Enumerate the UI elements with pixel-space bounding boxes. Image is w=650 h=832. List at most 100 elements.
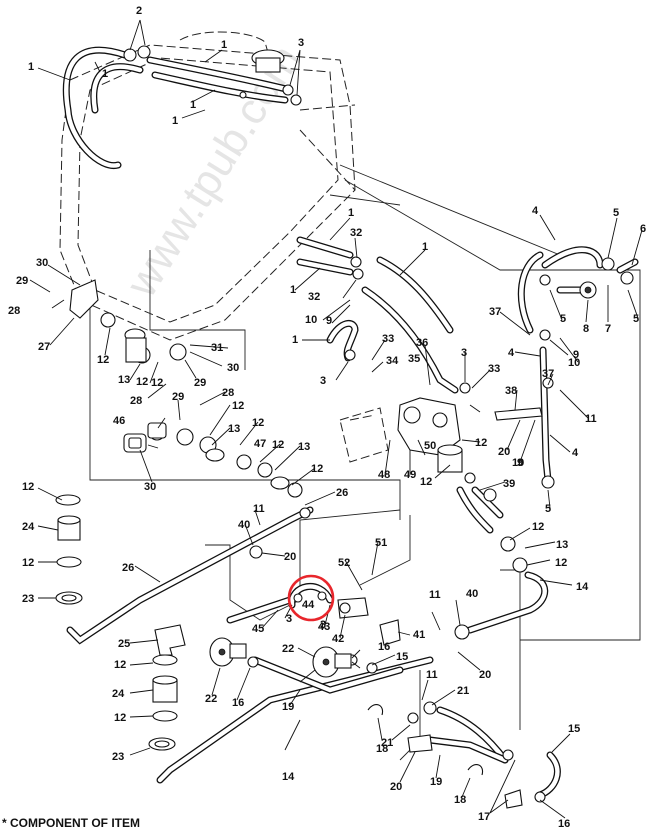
- callout-14: 14: [282, 771, 295, 783]
- callout-36: 36: [416, 337, 428, 349]
- callout-12: 12: [22, 557, 34, 569]
- callout-16: 16: [378, 641, 390, 653]
- hose-44-assembly: [288, 582, 334, 609]
- callout-21: 21: [457, 685, 469, 697]
- callout-12: 12: [22, 481, 34, 493]
- callout-19: 19: [282, 701, 294, 713]
- callout-32: 32: [350, 227, 362, 239]
- callout-7: 7: [605, 323, 611, 335]
- callout-12: 12: [532, 521, 544, 533]
- callout-1: 1: [28, 61, 34, 73]
- callout-11: 11: [253, 503, 265, 515]
- callout-12: 12: [252, 417, 264, 429]
- callout-18: 18: [454, 794, 466, 806]
- callout-12: 12: [114, 712, 126, 724]
- callout-3: 3: [298, 37, 304, 49]
- callout-52: 52: [338, 557, 350, 569]
- callout-8: 8: [583, 323, 589, 335]
- footnote-component-of-item: * COMPONENT OF ITEM: [2, 816, 140, 830]
- callout-4: 4: [532, 205, 539, 217]
- callout-1: 1: [102, 68, 108, 80]
- callout-1: 1: [221, 39, 227, 51]
- water-pump-22-right: [312, 646, 352, 678]
- callout-30: 30: [144, 481, 156, 493]
- callout-31: 31: [211, 342, 223, 354]
- callout-46: 46: [113, 415, 125, 427]
- callout-33: 33: [488, 363, 500, 375]
- callout-labels: 1 1 1 1 1 1 1 1 1 2 3 3 3 3 3 4 4 4 5 5 …: [8, 5, 646, 830]
- callout-4: 4: [572, 447, 579, 459]
- callout-1: 1: [290, 284, 296, 296]
- callout-26: 26: [336, 487, 348, 499]
- callout-29: 29: [194, 377, 206, 389]
- callout-5: 5: [633, 313, 639, 325]
- callout-13: 13: [228, 423, 240, 435]
- callout-29: 29: [16, 275, 28, 287]
- clamps: [100, 45, 634, 803]
- tube-left-26: [66, 506, 314, 645]
- callout-12: 12: [555, 557, 567, 569]
- callout-28: 28: [8, 305, 20, 317]
- callout-12: 12: [420, 476, 432, 488]
- callout-18: 18: [376, 743, 388, 755]
- tube-45: [226, 596, 294, 624]
- callout-50: 50: [424, 440, 436, 452]
- callout-44-highlighted: 44: [302, 599, 315, 611]
- callout-12: 12: [475, 437, 487, 449]
- callout-12: 12: [97, 354, 109, 366]
- callout-38: 38: [505, 385, 517, 397]
- callout-11: 11: [426, 669, 438, 681]
- callout-1: 1: [422, 241, 428, 253]
- callout-28: 28: [130, 395, 142, 407]
- reference-lines: [89, 164, 641, 761]
- bracket-20: [407, 734, 433, 753]
- callout-16: 16: [558, 818, 570, 830]
- callout-1: 1: [172, 115, 178, 127]
- elbow-25: [154, 624, 186, 656]
- callout-40: 40: [238, 519, 250, 531]
- callout-9: 9: [517, 457, 523, 469]
- callout-11: 11: [429, 589, 441, 601]
- callout-5: 5: [613, 207, 619, 219]
- callout-37: 37: [542, 368, 554, 380]
- callout-41: 41: [413, 629, 425, 641]
- callout-3: 3: [320, 375, 326, 387]
- callout-24: 24: [112, 688, 125, 700]
- callout-14: 14: [576, 581, 589, 593]
- highlight-circle-item-44: [287, 574, 335, 622]
- callout-10: 10: [568, 357, 580, 369]
- callout-20: 20: [498, 446, 510, 458]
- thermostat-housing: [397, 397, 463, 473]
- water-pump-22-left: [209, 637, 247, 667]
- callout-22: 22: [205, 693, 217, 705]
- callout-30: 30: [227, 362, 239, 374]
- tube-bottom-14: [156, 656, 434, 784]
- hose-right-lower: [436, 486, 561, 799]
- radiator-outline: [59, 31, 356, 341]
- flange-46: [147, 422, 167, 439]
- callout-12: 12: [151, 377, 163, 389]
- callout-12: 12: [114, 659, 126, 671]
- block-41: [379, 619, 401, 646]
- callout-42: 42: [332, 633, 344, 645]
- callout-33: 33: [382, 333, 394, 345]
- tube-19: [251, 656, 509, 764]
- tube-39: [471, 486, 504, 519]
- callout-3: 3: [320, 619, 326, 631]
- callout-15: 15: [568, 723, 580, 735]
- callout-21: 21: [381, 737, 393, 749]
- callout-23: 23: [112, 751, 124, 763]
- callout-19: 19: [430, 776, 442, 788]
- hose-18: [367, 704, 484, 776]
- tee-fitting-42: [337, 597, 369, 619]
- callout-9: 9: [326, 315, 332, 327]
- callout-13: 13: [298, 441, 310, 453]
- callout-13: 13: [556, 539, 568, 551]
- gasket-30: [123, 433, 147, 453]
- callout-12: 12: [232, 400, 244, 412]
- callout-1: 1: [190, 99, 196, 111]
- callout-15: 15: [396, 651, 408, 663]
- callout-6: 6: [640, 223, 646, 235]
- callout-10: 10: [305, 314, 317, 326]
- callout-45: 45: [252, 623, 264, 635]
